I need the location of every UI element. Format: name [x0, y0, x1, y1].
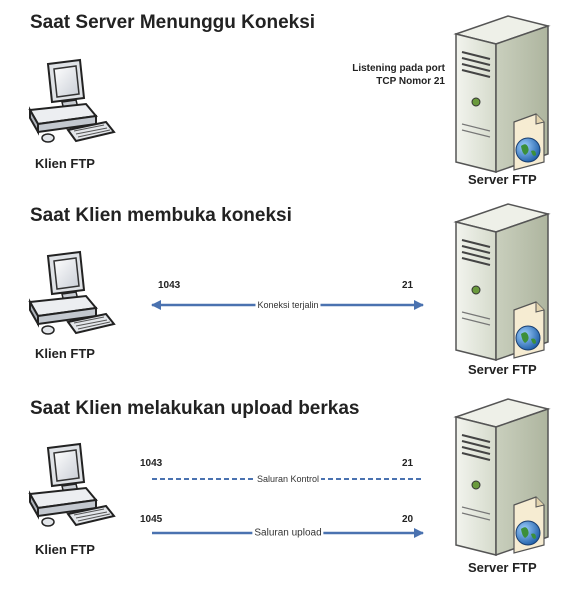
upload-client-port: 1045 — [140, 514, 163, 525]
control-server-port: 21 — [402, 458, 414, 469]
listening-line-2: TCP Nomor 21 — [376, 76, 445, 87]
upload-server-port: 20 — [402, 514, 414, 525]
listening-note: Listening pada port TCP Nomor 21 — [352, 62, 445, 88]
server-label: Server FTP — [468, 560, 537, 575]
listening-line-1: Listening pada port — [352, 63, 445, 74]
section-1-title: Saat Server Menunggu Koneksi — [30, 12, 316, 33]
client-port: 1043 — [158, 280, 181, 291]
connection-label: Koneksi terjalin — [255, 300, 321, 310]
section-3-title: Saat Klien melakukan upload berkas — [30, 398, 360, 419]
client-label: Klien FTP — [35, 156, 95, 171]
section-2-title: Saat Klien membuka koneksi — [30, 205, 292, 226]
control-channel-line — [152, 478, 422, 480]
server-port: 21 — [402, 280, 414, 291]
control-client-port: 1043 — [140, 458, 163, 469]
globe-icon — [515, 325, 541, 351]
globe-icon — [515, 137, 541, 163]
computer-icon — [18, 442, 118, 537]
computer-icon — [18, 58, 118, 153]
client-label: Klien FTP — [35, 346, 95, 361]
globe-icon — [515, 520, 541, 546]
server-label: Server FTP — [468, 172, 537, 187]
server-icon — [448, 395, 558, 565]
computer-icon — [18, 250, 118, 345]
server-icon — [448, 200, 558, 370]
server-label: Server FTP — [468, 362, 537, 377]
client-label: Klien FTP — [35, 542, 95, 557]
upload-channel-label: Saluran upload — [252, 527, 324, 539]
control-channel-label: Saluran Kontrol — [254, 474, 322, 484]
server-icon — [448, 12, 558, 182]
